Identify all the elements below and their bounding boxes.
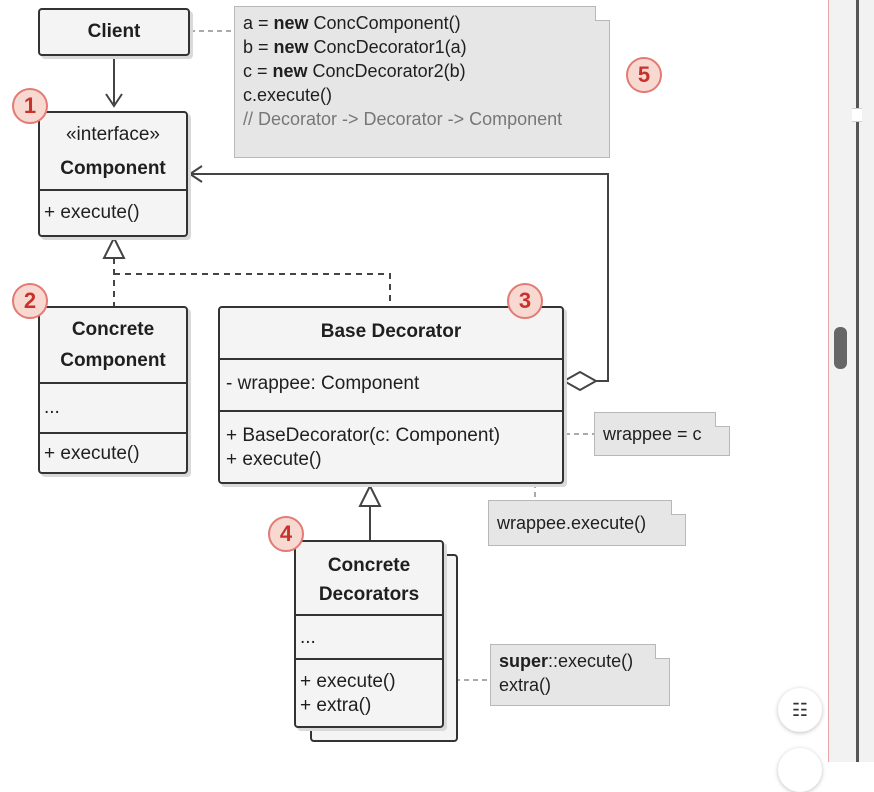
code-line-3: c = new ConcDecorator2(b): [243, 61, 466, 81]
concrete-component-name-1: Concrete: [71, 319, 155, 340]
aggregation-arrowhead: [188, 165, 203, 183]
concrete-decorators-execute: + execute(): [300, 671, 396, 692]
concrete-component-fields-text: ...: [44, 397, 60, 418]
super-execute-line: super::execute(): [499, 651, 634, 671]
code-line-1: a = new ConcComponent(): [243, 13, 461, 33]
scrollbar-thumb[interactable]: [834, 327, 847, 369]
aggregation-diamond: [561, 370, 599, 392]
base-decorator-methods: + BaseDecorator(c: Component) + execute(…: [220, 410, 562, 482]
client-box: Client: [38, 8, 190, 56]
concrete-component-box: Concrete Component ... + execute(): [38, 306, 188, 474]
badge-4: 4: [268, 516, 304, 552]
concrete-component-execute: + execute(): [44, 443, 140, 464]
realization-arrowhead: [102, 235, 126, 259]
concrete-decorators-name-1: Concrete: [327, 555, 411, 576]
concrete-component-methods: + execute(): [40, 432, 186, 472]
realization-links: [113, 258, 391, 306]
super-execute-note: super::execute() extra(): [490, 644, 670, 706]
base-decorator-fields: - wrappee: Component: [220, 358, 562, 410]
code-line-2: b = new ConcDecorator1(a): [243, 37, 467, 57]
component-stereotype: «interface»: [65, 124, 160, 145]
aggregation-link: [190, 173, 609, 382]
panel-marker: [852, 108, 862, 122]
component-name: Component: [60, 158, 166, 179]
client-label: Client: [87, 21, 141, 42]
side-panel: [828, 0, 874, 762]
component-methods: + execute(): [40, 189, 186, 235]
concrete-component-fields: ...: [40, 382, 186, 432]
concrete-decorators-name-2: Decorators: [318, 584, 420, 605]
panel-divider: [856, 0, 859, 762]
base-decorator-wrappee: - wrappee: Component: [226, 373, 420, 394]
base-decorator-name: Base Decorator: [320, 321, 462, 342]
base-decorator-constructor: + BaseDecorator(c: Component): [226, 425, 501, 446]
base-decorator-execute: + execute(): [226, 449, 322, 470]
concrete-decorators-fields: ...: [296, 614, 442, 658]
translate-icon[interactable]: ☷: [778, 688, 822, 732]
extra-line: extra(): [499, 675, 552, 695]
wrappee-execute-note: wrappee.execute(): [488, 500, 686, 546]
badge-2: 2: [12, 283, 48, 319]
component-box: «interface» Component + execute(): [38, 111, 188, 237]
inheritance-arrowhead: [358, 483, 382, 507]
note-fold: [595, 6, 610, 21]
client-code-note: a = new ConcComponent() b = new ConcDeco…: [234, 6, 610, 158]
code-comment: // Decorator -> Decorator -> Component: [243, 109, 563, 129]
badge-3: 3: [507, 283, 543, 319]
badge-1: 1: [12, 88, 48, 124]
concrete-decorators-box: Concrete Decorators ... + execute() + ex…: [294, 540, 444, 728]
base-decorator-box: Base Decorator - wrappee: Component + Ba…: [218, 306, 564, 484]
code-line-4: c.execute(): [243, 85, 333, 105]
concrete-decorators-fields-text: ...: [300, 627, 316, 648]
concrete-decorators-methods: + execute() + extra(): [296, 658, 442, 726]
floating-button-secondary[interactable]: [778, 748, 822, 792]
component-execute: + execute(): [44, 202, 140, 223]
client-component-arrowhead: [105, 93, 123, 108]
badge-5: 5: [626, 57, 662, 93]
wrappee-assign-note: wrappee = c: [594, 412, 730, 456]
concrete-decorators-extra: + extra(): [300, 695, 372, 716]
concrete-component-name-2: Component: [60, 350, 166, 371]
